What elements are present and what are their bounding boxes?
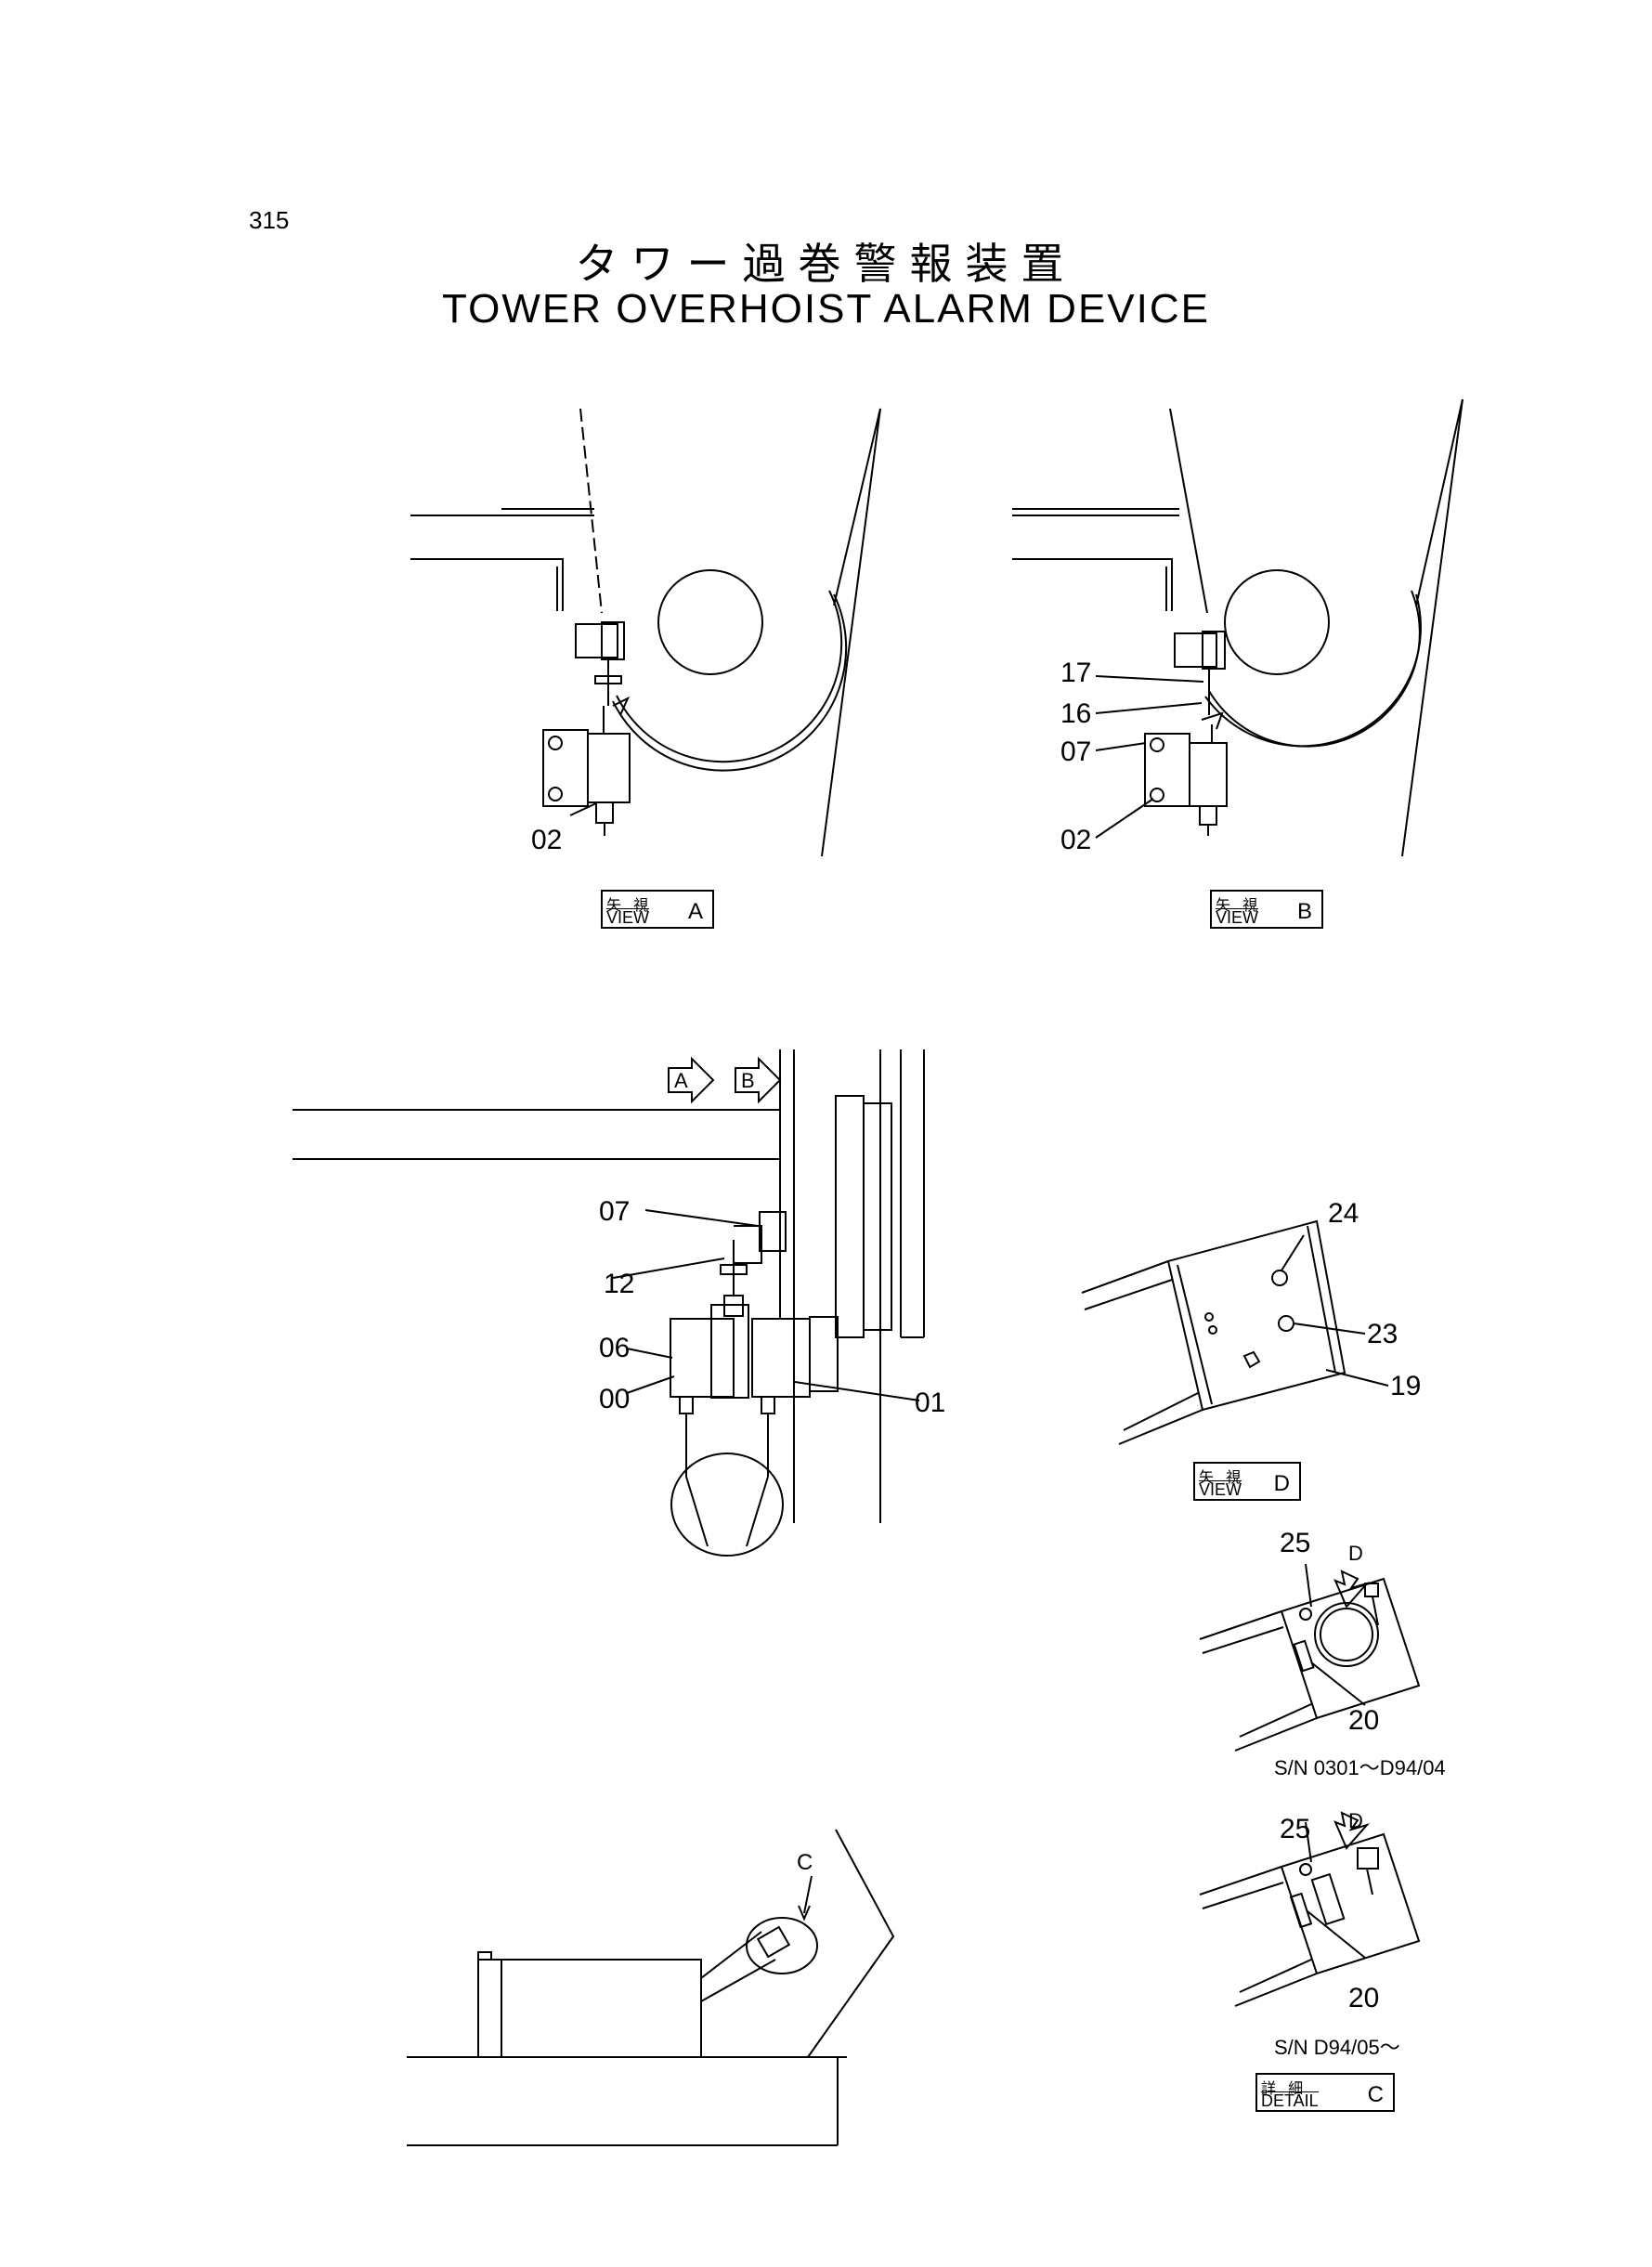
arrow-markers-ab (668, 1056, 782, 1104)
view-d-tag-jp: 矢 視 (1199, 1468, 1245, 1486)
view-a-drawing (410, 408, 881, 857)
page-number: 315 (249, 206, 290, 234)
arrow-marker-c: C (797, 1850, 813, 1875)
title-english: TOWER OVERHOIST ALARM DEVICE (442, 286, 1210, 332)
detail-upper-serial: S/N 0301～D94/04 (1274, 1756, 1446, 1779)
view-b-tag-jp: 矢 視 (1216, 896, 1262, 914)
bottom-machine-drawing (407, 1829, 895, 2146)
view-a-tag-letter: A (687, 899, 703, 924)
view-a-tag-en: VIEW (606, 908, 650, 927)
view-d-label-23: 23 (1367, 1319, 1398, 1349)
main-label-12: 12 (604, 1269, 635, 1299)
view-b-label-02: 02 (1060, 825, 1092, 855)
arrow-marker-d-upper: D (1348, 1542, 1363, 1565)
detail-c-lower-drawing (1199, 1811, 1421, 2007)
detail-c-tag: 詳 細 DETAIL C (1255, 2073, 1395, 2112)
detail-c-upper-drawing (1199, 1563, 1421, 1752)
view-b-label-16: 16 (1060, 698, 1092, 729)
detail-lower-serial: S/N D94/05～ (1274, 2036, 1400, 2059)
view-b-label-07: 07 (1060, 736, 1092, 767)
detail-lower-label-25: 25 (1280, 1814, 1311, 1844)
arrow-marker-a: A (674, 1069, 688, 1092)
arrow-marker-d-lower: D (1348, 1809, 1363, 1832)
view-d-label-24: 24 (1328, 1198, 1359, 1229)
view-b-tag-en: VIEW (1216, 908, 1259, 927)
view-a-tag-jp: 矢 視 (606, 896, 653, 914)
view-b-tag: 矢 視 VIEW B (1210, 890, 1323, 929)
detail-c-tag-en: DETAIL (1261, 2091, 1319, 2110)
main-label-07: 07 (599, 1196, 631, 1227)
detail-upper-label-25: 25 (1280, 1528, 1311, 1558)
view-d-tag-en: VIEW (1199, 1480, 1242, 1499)
main-label-00: 00 (599, 1384, 631, 1414)
detail-lower-label-20: 20 (1348, 1983, 1380, 2013)
view-d-tag-letter: D (1273, 1471, 1290, 1496)
view-d-tag: 矢 視 VIEW D (1193, 1462, 1301, 1501)
main-label-06: 06 (599, 1333, 631, 1363)
detail-c-tag-letter: C (1367, 2082, 1384, 2107)
main-assembly-drawing (293, 1049, 925, 1557)
view-d-label-19: 19 (1390, 1371, 1422, 1401)
view-a-tag: 矢 視 VIEW A (601, 890, 714, 929)
title-japanese: タワー過巻警報装置 (575, 239, 1077, 289)
view-a-label-02: 02 (531, 825, 563, 855)
detail-upper-label-20: 20 (1348, 1705, 1380, 1736)
main-label-01: 01 (915, 1388, 946, 1418)
view-b-drawing (1012, 398, 1463, 857)
view-b-label-17: 17 (1060, 658, 1092, 688)
view-b-tag-letter: B (1296, 899, 1312, 924)
detail-c-tag-jp: 詳 細 (1261, 2079, 1307, 2097)
arrow-marker-b: B (741, 1069, 755, 1092)
view-d-drawing (1081, 1219, 1389, 1445)
